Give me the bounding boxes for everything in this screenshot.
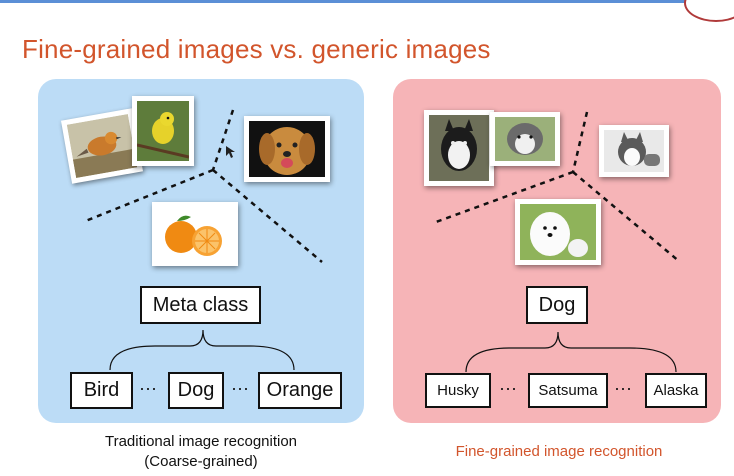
left-caption: Traditional image recognition (Coarse-gr… [66,432,336,472]
meta-class-box: Dog [526,286,588,324]
photo-husky [424,110,494,186]
slide-title: Fine-grained images vs. generic images [22,34,491,64]
left-boundary-left [82,168,214,224]
class-box-husky: Husky [425,373,491,408]
class-box-satsuma: Satsuma [528,373,608,408]
top-accent-bar [0,0,734,3]
left-caption-line1: Traditional image recognition [104,433,298,450]
photo-orange [152,202,238,266]
class-box-alaska: Alaska [645,373,707,408]
right-hierarchy-brace [465,331,677,373]
left-boundary-right [212,169,323,263]
class-box-bird: Bird [70,372,133,409]
photo-samoyed [515,199,601,265]
photo-robin-bird [60,108,144,184]
photo-golden-retriever [244,116,330,182]
class-box-orange: Orange [258,372,342,409]
photo-siberian-husky [599,125,669,177]
right-caption: Fine-grained image recognition [455,443,663,460]
separator-dots: ··· [139,378,157,398]
meta-class-box: Meta class [140,286,261,324]
right-boundary-left [435,170,574,224]
photo-yellow-bird [132,96,194,166]
photo-malamute [490,112,560,166]
class-box-dog: Dog [168,372,224,409]
right-boundary-top [571,111,589,173]
separator-dots: ··· [499,378,517,398]
separator-dots: ··· [614,378,632,398]
left-hierarchy-brace [109,329,295,371]
left-caption-line2: (Coarse-grained) [144,453,258,470]
left-boundary-top [211,109,235,171]
separator-dots: ··· [231,378,249,398]
right-boundary-right [572,171,681,263]
mouse-cursor-icon [226,146,235,158]
